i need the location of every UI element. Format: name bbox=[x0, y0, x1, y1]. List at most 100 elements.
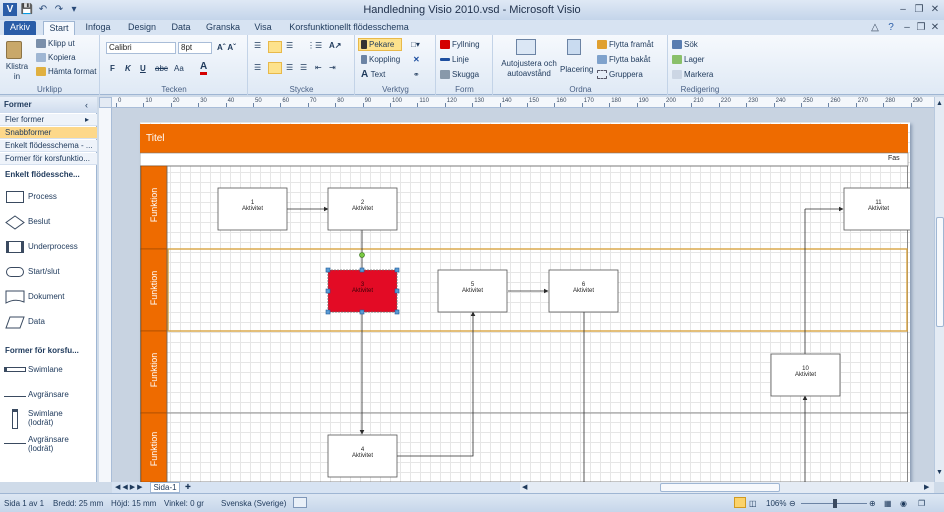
strikethrough-button[interactable]: abc bbox=[155, 64, 168, 73]
pan-zoom-icon[interactable]: ◉ bbox=[900, 499, 907, 508]
save-icon[interactable]: 💾 bbox=[20, 4, 34, 15]
stencil-basic-flowchart[interactable]: Enkelt flödesschema - ... bbox=[0, 140, 97, 152]
scroll-left-icon[interactable]: ◀ bbox=[522, 484, 528, 491]
page-view-icon[interactable] bbox=[734, 497, 746, 508]
select-button[interactable]: Markera bbox=[672, 70, 713, 80]
collapse-pane-icon[interactable]: ‹ bbox=[85, 100, 88, 110]
selection-handles[interactable] bbox=[325, 267, 400, 315]
shape-separator-vertical[interactable]: Avgränsare (lodrät) bbox=[0, 434, 97, 460]
shape-swimlane-vertical[interactable]: Swimlane (lodrät) bbox=[0, 407, 97, 433]
page-tab[interactable]: Sida-1 bbox=[150, 482, 180, 493]
tab-data[interactable]: Data bbox=[171, 22, 191, 32]
diagram-title[interactable]: Titel bbox=[146, 133, 165, 144]
line-button[interactable]: Linje bbox=[440, 55, 469, 65]
shadow-button[interactable]: Skugga bbox=[440, 70, 479, 80]
drawing-page[interactable]: Titel Fas Funktion Funktion Funktion Fun… bbox=[140, 122, 910, 482]
doc-close-icon[interactable]: ✕ bbox=[930, 22, 940, 33]
grow-font-icon[interactable]: Aˆ Aˇ bbox=[217, 43, 236, 52]
redo-icon[interactable]: ↷ bbox=[54, 4, 64, 15]
status-language[interactable]: Svenska (Sverige) bbox=[221, 499, 287, 508]
delete-connector-icon[interactable]: ✕ bbox=[413, 55, 420, 64]
paste-button[interactable]: Klistra in bbox=[5, 62, 29, 81]
rotation-handle[interactable] bbox=[359, 252, 365, 258]
minimize-icon[interactable]: – bbox=[900, 4, 906, 15]
vertical-ruler[interactable] bbox=[99, 108, 112, 482]
phase-strip[interactable] bbox=[140, 152, 909, 167]
align-right-icon[interactable]: ☰ bbox=[286, 63, 294, 72]
fill-button[interactable]: Fyllning bbox=[440, 40, 480, 50]
shape-process[interactable]: Process bbox=[0, 187, 97, 209]
increase-indent-icon[interactable]: ⇥ bbox=[329, 63, 336, 72]
undo-icon[interactable]: ↶ bbox=[38, 4, 48, 15]
process-box-11[interactable] bbox=[843, 187, 910, 231]
italic-button[interactable]: K bbox=[125, 64, 131, 73]
connector-4-5[interactable] bbox=[397, 311, 476, 457]
lane-header[interactable] bbox=[140, 330, 168, 414]
lane-label[interactable]: Funktion bbox=[149, 187, 159, 223]
zoom-out-icon[interactable]: ⊖ bbox=[789, 499, 796, 508]
tab-design[interactable]: Design bbox=[127, 22, 156, 32]
shape-swimlane[interactable]: Swimlane bbox=[0, 360, 97, 382]
send-backward-button[interactable]: Flytta bakåt bbox=[597, 55, 650, 65]
customize-toolbar-icon[interactable]: ▾ bbox=[71, 4, 77, 15]
title-bar-shape[interactable] bbox=[140, 124, 908, 153]
vertical-scroll-thumb[interactable] bbox=[936, 217, 944, 327]
close-icon[interactable]: ✕ bbox=[930, 4, 940, 15]
fit-page-icon[interactable]: ▦ bbox=[884, 499, 892, 508]
bring-forward-button[interactable]: Flytta framåt bbox=[597, 40, 653, 50]
tab-cross-functional[interactable]: Korsfunktionellt flödesschema bbox=[289, 22, 409, 32]
phase-label[interactable]: Fas bbox=[888, 155, 900, 162]
help-icon[interactable]: ? bbox=[888, 22, 894, 33]
shape-document[interactable]: Dokument bbox=[0, 287, 97, 309]
scroll-down-icon[interactable]: ▼ bbox=[936, 469, 943, 476]
insert-page-icon[interactable]: ✚ bbox=[185, 484, 191, 491]
align-center-icon[interactable] bbox=[268, 62, 282, 74]
process-box-5[interactable] bbox=[437, 269, 508, 313]
group-button[interactable]: Gruppera bbox=[597, 70, 643, 80]
connection-point-icon[interactable]: ⚭ bbox=[413, 70, 420, 79]
stencil-quick-shapes[interactable]: Snabbformer bbox=[0, 127, 97, 139]
process-box-10[interactable] bbox=[770, 353, 841, 397]
drawing-area[interactable]: Titel Fas Funktion Funktion Funktion Fun… bbox=[112, 108, 934, 482]
rectangle-tool-icon[interactable]: □▾ bbox=[411, 40, 420, 49]
tab-arkiv[interactable]: Arkiv bbox=[4, 21, 36, 35]
process-box-1[interactable] bbox=[217, 187, 288, 231]
tab-visa[interactable]: Visa bbox=[254, 22, 272, 32]
lane-label[interactable]: Funktion bbox=[149, 270, 159, 306]
format-painter-button[interactable]: Hämta format bbox=[36, 67, 96, 77]
font-color-icon[interactable]: A bbox=[200, 62, 208, 75]
page-nav-icons[interactable]: ◀◀▶▶ bbox=[115, 484, 145, 491]
process-box-4[interactable] bbox=[327, 434, 398, 478]
align-bottom-icon[interactable]: ☰ bbox=[286, 41, 294, 50]
bold-button[interactable]: F bbox=[110, 64, 115, 73]
font-name-select[interactable]: Calibri bbox=[106, 42, 176, 54]
find-button[interactable]: Sök bbox=[672, 40, 698, 50]
align-left-icon[interactable]: ☰ bbox=[254, 63, 262, 72]
tab-start[interactable]: Start bbox=[43, 21, 75, 35]
zoom-level[interactable]: 106% bbox=[766, 499, 787, 508]
shape-decision[interactable]: Beslut bbox=[0, 212, 97, 234]
align-middle-icon[interactable] bbox=[268, 41, 282, 53]
doc-restore-icon[interactable]: ❐ bbox=[916, 22, 926, 33]
decrease-indent-icon[interactable]: ⇤ bbox=[315, 63, 322, 72]
lane-label[interactable]: Funktion bbox=[149, 352, 159, 388]
full-screen-icon[interactable]: ◫ bbox=[749, 499, 757, 508]
zoom-in-icon[interactable]: ⊕ bbox=[869, 499, 876, 508]
font-size-select[interactable]: 8pt bbox=[178, 42, 212, 54]
stencil-more-shapes[interactable]: Fler former bbox=[0, 114, 97, 126]
position-button[interactable]: Placering bbox=[560, 65, 594, 74]
ribbon-minimize-icon[interactable]: △ bbox=[871, 22, 879, 33]
doc-minimize-icon[interactable]: – bbox=[904, 22, 910, 33]
process-box-6[interactable] bbox=[548, 269, 619, 313]
scroll-right-icon[interactable]: ▶ bbox=[924, 484, 930, 491]
pointer-tool-button[interactable]: Pekare bbox=[361, 40, 394, 50]
lane-header[interactable] bbox=[140, 412, 168, 482]
text-tool-button[interactable]: A Text bbox=[361, 70, 385, 80]
tab-granska[interactable]: Granska bbox=[205, 22, 240, 32]
layers-button[interactable]: Lager bbox=[672, 55, 704, 65]
process-box-2[interactable] bbox=[327, 187, 398, 231]
switch-windows-icon[interactable]: ❐ bbox=[918, 499, 926, 508]
shape-start-end[interactable]: Start/slut bbox=[0, 262, 97, 284]
cut-button[interactable]: Klipp ut bbox=[36, 39, 75, 49]
